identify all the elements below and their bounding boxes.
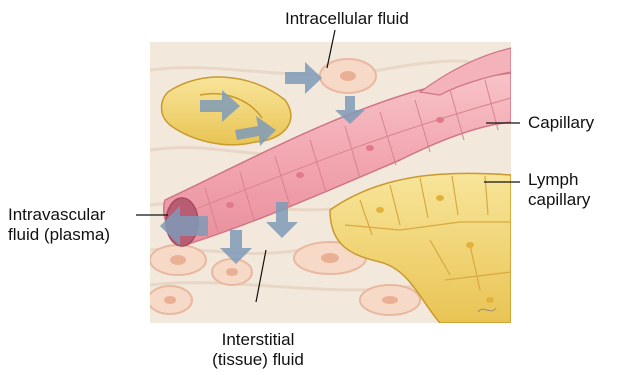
- label-interstitial-line2: (tissue) fluid: [198, 350, 318, 370]
- label-interstitial-fluid: Interstitial (tissue) fluid: [198, 330, 318, 370]
- label-interstitial-line1: Interstitial: [198, 330, 318, 350]
- label-intravascular-fluid: Intravascular fluid (plasma): [8, 205, 110, 245]
- label-capillary: Capillary: [528, 113, 594, 133]
- illustration-panel: [148, 42, 511, 323]
- label-lymph-line2: capillary: [528, 190, 590, 210]
- label-lymph-line1: Lymph: [528, 170, 590, 190]
- label-intravascular-line1: Intravascular: [8, 205, 110, 225]
- label-intravascular-line2: fluid (plasma): [8, 225, 110, 245]
- label-intracellular-fluid: Intracellular fluid: [285, 9, 409, 29]
- label-lymph-capillary: Lymph capillary: [528, 170, 590, 210]
